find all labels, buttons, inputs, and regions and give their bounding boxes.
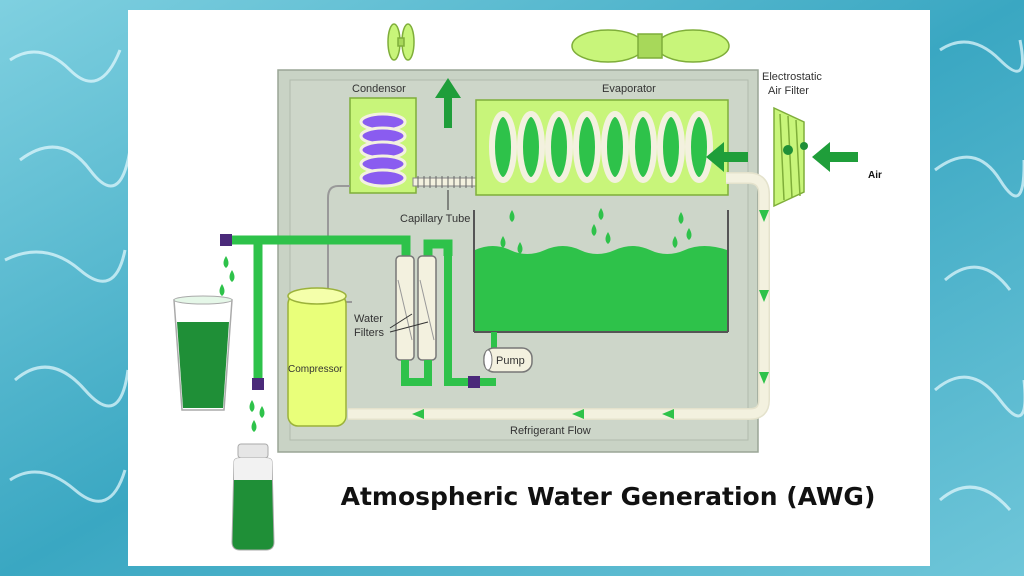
capillary-tube <box>412 176 479 188</box>
water-filters-label-line1: Water <box>354 313 383 325</box>
diagram-card: Condensor Capillary Tube Evaporator Elec… <box>128 10 930 566</box>
bottle-connector <box>252 378 264 390</box>
water-filters-label-line2: Filters <box>354 327 384 339</box>
water-output-pipe <box>228 235 411 256</box>
evaporator-coil <box>489 111 713 183</box>
outlet-connector <box>220 234 232 246</box>
evaporator-label: Evaporator <box>602 83 656 95</box>
compressor <box>287 287 347 427</box>
electrostatic-label-line1: Electrostatic <box>762 71 822 83</box>
large-fan-icon <box>571 29 730 63</box>
diagram-title: Atmospheric Water Generation (AWG) <box>340 482 876 511</box>
air-label: Air <box>868 170 882 181</box>
electrostatic-air-filter <box>773 106 808 208</box>
electrostatic-label-line2: Air Filter <box>768 85 809 97</box>
pump <box>483 332 533 373</box>
pump-to-filter-pipe <box>444 256 496 386</box>
filter-outlet-pipe <box>401 360 432 386</box>
condensor-coil <box>359 112 407 188</box>
capillary-tube-label: Capillary Tube <box>400 213 470 225</box>
condensate-drops <box>500 208 692 254</box>
bottle-drops <box>249 400 265 432</box>
awg-diagram: Condensor Capillary Tube Evaporator Elec… <box>173 23 882 551</box>
air-intake-arrow-icon <box>812 142 858 172</box>
water-filters <box>395 255 437 361</box>
evaporator-air-inlet-arrow-icon <box>706 142 748 172</box>
small-fan-icon <box>387 23 415 61</box>
pump-label: Pump <box>496 355 525 367</box>
refrigerant-flow-label: Refrigerant Flow <box>510 425 591 437</box>
compressor-label: Compressor <box>288 364 343 375</box>
water-glass <box>173 295 233 411</box>
condensor-label: Condensor <box>352 83 406 95</box>
air-exhaust-arrow-icon <box>435 78 461 128</box>
water-tank <box>473 210 729 333</box>
refrigerant-arrow-icons <box>412 210 769 419</box>
glass-drops <box>219 256 235 296</box>
water-bottle <box>231 443 275 551</box>
